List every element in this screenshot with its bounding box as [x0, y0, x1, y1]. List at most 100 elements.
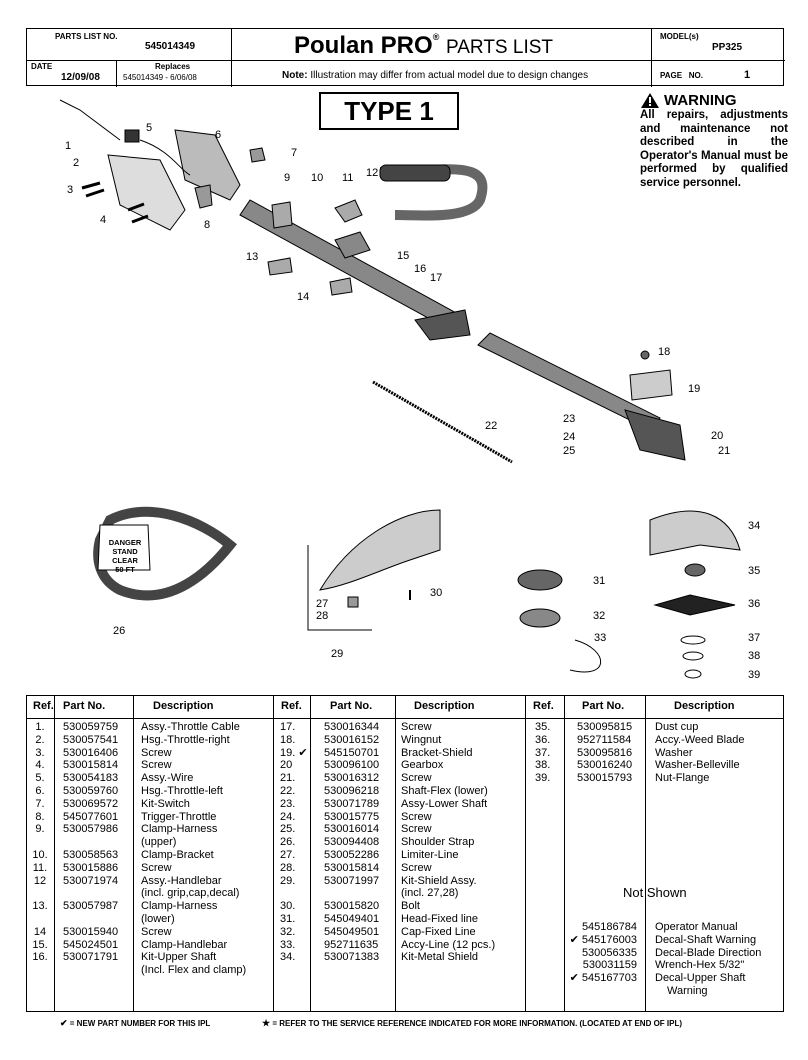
table-description: Clamp-Harness — [141, 823, 218, 836]
note-bold: Note: — [282, 70, 308, 81]
callout: 3 — [67, 184, 74, 196]
table-part-no: 545049501 — [324, 925, 380, 938]
screw-3b — [85, 188, 105, 198]
table-part-no: 530015775 — [324, 810, 380, 823]
table-part-no: 545024501 — [63, 938, 119, 951]
callout: 4 — [100, 214, 107, 226]
table-ref: 32. — [280, 925, 296, 938]
table-ref — [29, 836, 51, 849]
footer-new-part-text: = NEW PART NUMBER FOR THIS IPL — [69, 1019, 211, 1028]
table-description: Head-Fixed line — [401, 912, 479, 925]
table-ref: 2. — [35, 733, 45, 746]
table-description: Kit-Upper Shaft — [141, 951, 217, 964]
screw-4a — [127, 202, 145, 212]
table-description: Assy.-Wire — [141, 772, 194, 785]
model-value: PP325 — [712, 42, 743, 53]
table-part-no: 530052286 — [324, 848, 380, 861]
page-number: 1 — [744, 69, 751, 81]
table-ref: 31. — [280, 912, 296, 925]
table-description: Clamp-Bracket — [141, 848, 214, 861]
table-description: Screw — [401, 810, 432, 823]
warning-title: WARNING — [664, 92, 737, 109]
not-shown-part-no: 545186784 — [581, 921, 637, 933]
table-part-no: 530095816 — [577, 746, 633, 759]
screw-3a — [81, 181, 101, 190]
table-ref: 6. — [35, 784, 45, 797]
table-part-no: 530016240 — [577, 759, 633, 772]
table-part-no: 952711584 — [577, 733, 632, 746]
table-ref: 37. — [535, 746, 551, 759]
table-part-no — [63, 913, 118, 926]
table-description: Screw — [401, 823, 432, 836]
not-shown-description: Operator Manual — [655, 921, 738, 933]
header-part-no: Part No. — [330, 700, 373, 712]
table-part-no: 530058563 — [63, 848, 119, 861]
replaces-value: 545014349 - 6/06/08 — [123, 73, 197, 82]
brand-logo: Poulan PRO — [294, 32, 433, 59]
footer-new-part: ✔ = NEW PART NUMBER FOR THIS IPL — [60, 1018, 210, 1029]
not-shown-description: Warning — [667, 984, 708, 997]
header-part-no: Part No. — [582, 700, 625, 712]
header-box: PARTS LIST NO. 545014349 DATE 12/09/08 R… — [26, 28, 785, 87]
table-ref: 35. — [535, 721, 551, 733]
not-shown-description: Decal-Upper Shaft — [655, 972, 746, 985]
table-description: Gearbox — [401, 759, 444, 772]
callout: 28 — [316, 610, 329, 622]
harness-clamp-upper — [271, 201, 293, 229]
table-ref: 4. — [35, 759, 45, 772]
callout: 31 — [593, 575, 606, 587]
table-part-no: 530015886 — [63, 861, 119, 874]
warning-text: All repairs, adjustments and maintenance… — [640, 109, 788, 189]
table-ref — [29, 964, 51, 977]
table-description: Screw — [401, 861, 432, 874]
note-cell: Note: Illustration may differ from actua… — [232, 61, 652, 87]
table-ref — [280, 887, 308, 900]
shield-kit — [319, 509, 441, 591]
table-part-no: 530016406 — [63, 746, 119, 759]
table-description: Bracket-Shield — [401, 746, 473, 759]
clamp-handlebar — [334, 231, 371, 259]
table-description: Screw — [141, 861, 172, 874]
table-ref: 18. — [280, 733, 296, 746]
parts-table: Ref. Part No. Description Ref. Part No. … — [26, 695, 784, 1012]
harness-clamp-lower — [267, 257, 293, 276]
table-ref: 11. — [32, 861, 48, 874]
washer — [680, 635, 706, 645]
page-cell: PAGE NO. 1 — [652, 61, 785, 87]
callout: 10 — [311, 172, 324, 184]
table-ref — [29, 887, 51, 900]
callout: 7 — [291, 147, 298, 159]
wire-assy — [139, 139, 191, 176]
callout: 5 — [146, 122, 153, 134]
callout: 11 — [342, 172, 354, 184]
table-ref: 39. — [535, 772, 551, 785]
table-description: Kit-Shield Assy. — [401, 874, 477, 887]
switch-kit — [124, 129, 140, 143]
table-ref: 5. — [35, 772, 45, 785]
belleville-washer — [682, 651, 704, 661]
date-cell: DATE 12/09/08 — [27, 61, 117, 87]
table-part-no: 530071383 — [324, 951, 380, 964]
callout: 32 — [593, 610, 606, 622]
footer-refer-text: = REFER TO THE SERVICE REFERENCE INDICAT… — [272, 1019, 683, 1028]
callout: 1 — [65, 140, 72, 152]
callout: 24 — [563, 431, 576, 443]
table-description: Cap-Fixed Line — [401, 925, 476, 938]
handlebar-grip — [379, 164, 451, 182]
weed-blade — [653, 594, 736, 616]
table-part-no: 545049401 — [324, 912, 380, 925]
table-part-no: 530095815 — [577, 721, 633, 733]
clamp-harness-bottom — [329, 277, 353, 296]
flange-nut — [684, 669, 702, 679]
table-part-no: 530071789 — [324, 797, 380, 810]
table-part-no: 530094408 — [324, 836, 380, 849]
header-ref: Ref. — [33, 700, 54, 712]
table-description: Hsg.-Throttle-left — [141, 784, 223, 797]
header-part-no: Part No. — [63, 700, 106, 712]
warning-icon — [641, 93, 659, 108]
table-description: Shoulder Strap — [401, 836, 475, 849]
